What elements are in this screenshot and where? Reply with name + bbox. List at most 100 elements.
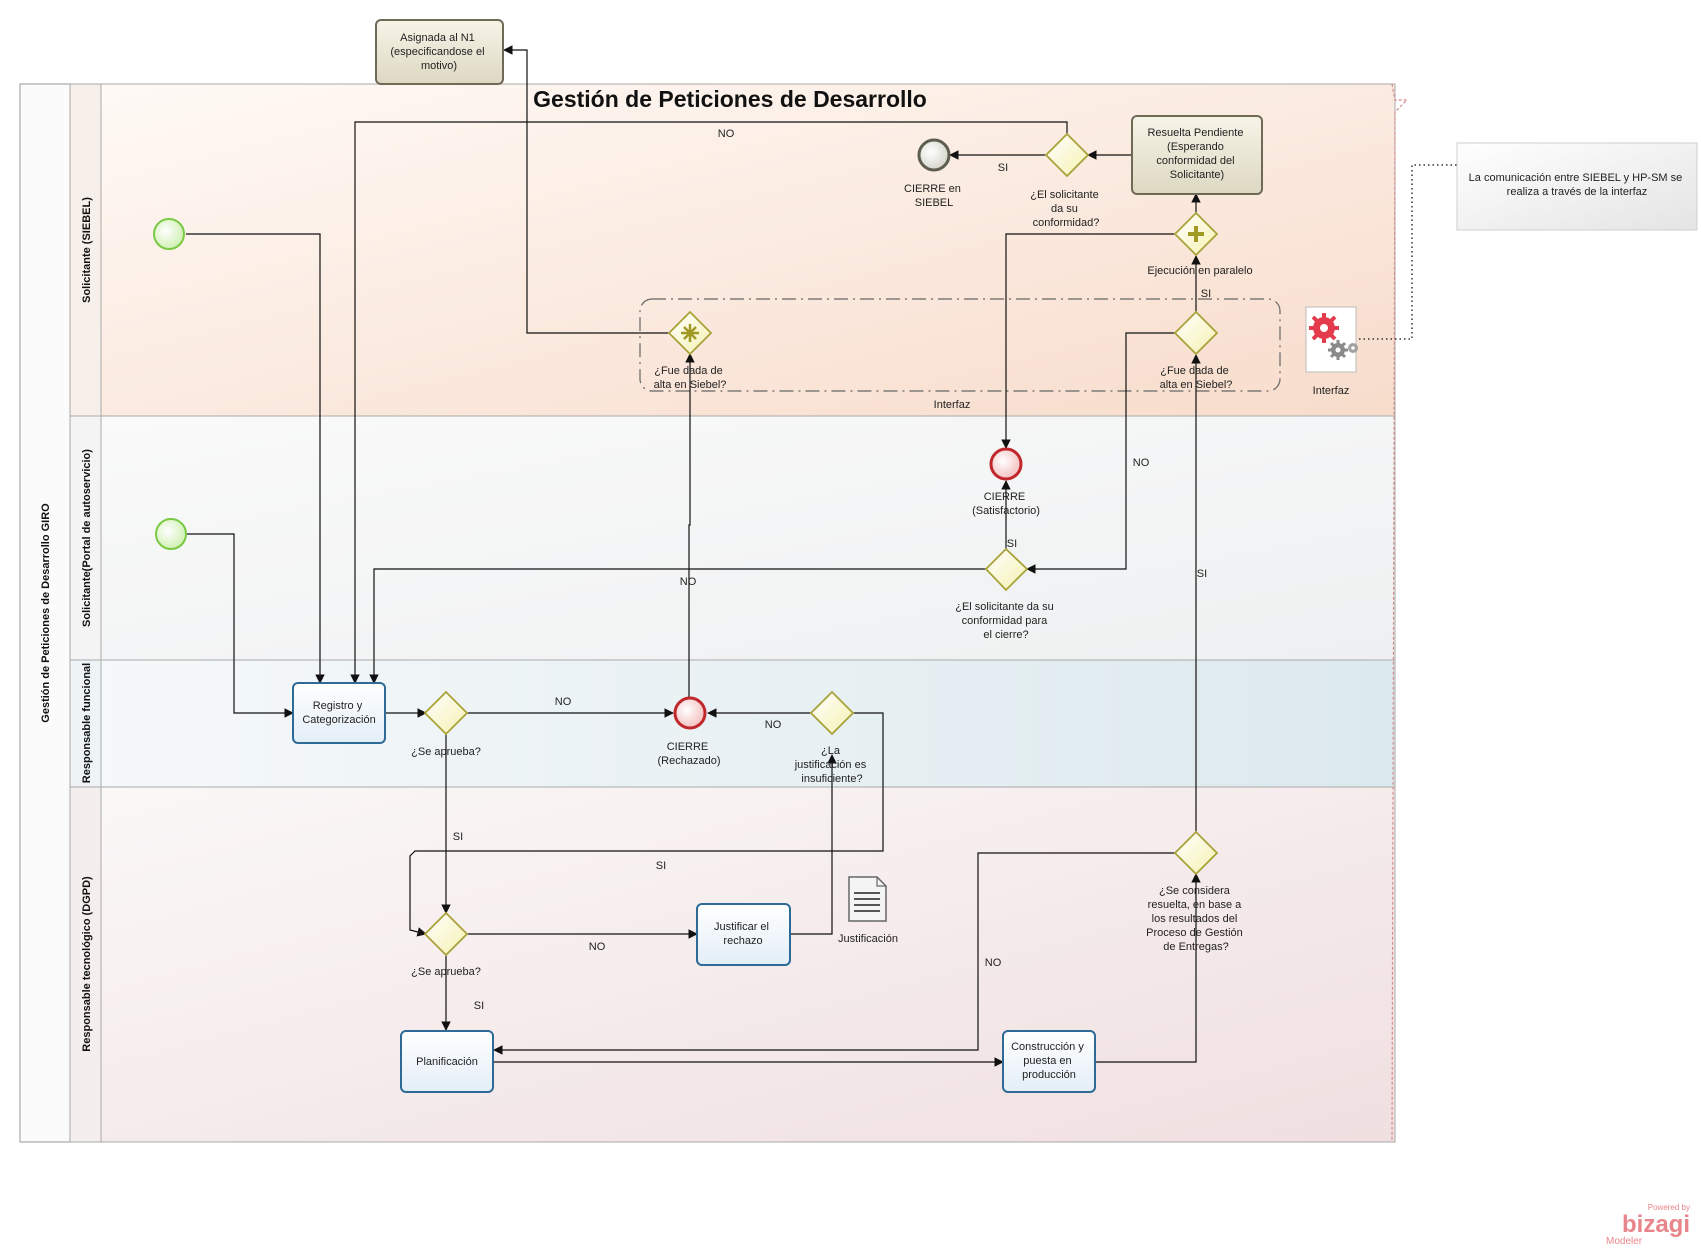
task-label: Planificación bbox=[416, 1056, 478, 1068]
svg-text:CIERRE (Satisfactorio): CIERRE (Satisfactorio) bbox=[972, 491, 1040, 517]
task-asignada-n1[interactable]: Asignada al N1 (especificandose el motiv… bbox=[375, 19, 504, 85]
flow-label: SI bbox=[1007, 538, 1017, 550]
brand-sub: Modeler bbox=[1606, 1236, 1643, 1247]
gateway-label: de Entregas? bbox=[1163, 941, 1228, 953]
gateway-conformidad-cierre[interactable]: ¿El solicitante da su conformidad para e… bbox=[955, 547, 1057, 641]
flow-label: NO bbox=[765, 719, 782, 731]
flow-label: NO bbox=[680, 576, 697, 588]
annotation-text: La comunicación entre SIEBEL y HP-SM se bbox=[1469, 172, 1683, 184]
gateway-label: alta en Siebel? bbox=[1160, 379, 1233, 391]
task-label: Registro y bbox=[313, 700, 363, 712]
svg-text:¿El solicitante da su co: ¿El solicitante da su conformidad para e… bbox=[955, 601, 1057, 641]
data-object-justificacion[interactable]: Justificación bbox=[838, 876, 898, 945]
flow-label: NO bbox=[985, 957, 1002, 969]
gateway-label: ¿El solicitante da su bbox=[955, 601, 1053, 613]
interfaz-group: Interfaz bbox=[639, 298, 1281, 411]
diagram-title: Gestión de Peticiones de Desarrollo bbox=[533, 86, 927, 112]
start-event-siebel[interactable] bbox=[153, 218, 185, 250]
gateway-label: alta en Siebel? bbox=[654, 379, 727, 391]
sequence-flows bbox=[186, 45, 1201, 1067]
flow-label: SI bbox=[1201, 288, 1211, 300]
task-label: Solicitante) bbox=[1170, 169, 1224, 181]
gateway-fue-dada-alta-2[interactable]: ¿Fue dada de alta en Siebel? bbox=[1160, 310, 1233, 391]
pool-label: Gestión de Peticiones de Desarrollo GIRO bbox=[40, 503, 52, 723]
task-planificacion[interactable]: Planificación bbox=[400, 1030, 494, 1093]
gateway-se-aprueba-2[interactable]: ¿Se aprueba? bbox=[411, 911, 481, 978]
flow-label: NO bbox=[718, 128, 735, 140]
event-label: CIERRE en bbox=[904, 183, 961, 195]
lane-label: Responsable tecnológico (DGPD) bbox=[81, 876, 93, 1052]
flow-label: SI bbox=[453, 831, 463, 843]
task-justificar-rechazo[interactable]: Justificar el rechazo bbox=[696, 903, 791, 966]
end-event-cierre-rechazado[interactable]: CIERRE (Rechazado) bbox=[658, 696, 721, 767]
svg-text:CIERRE (Rechazado): CIERRE (Rechazado) bbox=[658, 741, 721, 767]
end-event-cierre-satisfactorio[interactable]: CIERRE (Satisfactorio) bbox=[972, 447, 1040, 517]
flow-label: NO bbox=[555, 696, 572, 708]
flow-label: SI bbox=[656, 860, 666, 872]
gateway-label: conformidad? bbox=[1033, 217, 1100, 229]
interfaz-label: Interfaz bbox=[1313, 385, 1350, 397]
task-label: motivo) bbox=[421, 60, 457, 72]
svg-text:¿El solicitante da su: ¿El solicitante da su conformidad? bbox=[1030, 189, 1102, 229]
end-event-cierre-siebel[interactable]: CIERRE en SIEBEL bbox=[904, 138, 964, 209]
svg-text:¿Se aprueba?: ¿Se aprueba? bbox=[411, 746, 481, 758]
svg-text:Registro y Categorizació: Registro y Categorización bbox=[302, 700, 375, 726]
gateway-conformidad-siebel[interactable]: ¿El solicitante da su conformidad? bbox=[1030, 132, 1102, 229]
svg-text:Justificar el rechazo: Justificar el rechazo bbox=[714, 921, 772, 947]
svg-text:CIERRE en SIEBEL: CIERRE en SIEBEL bbox=[904, 183, 964, 209]
bizagi-logo: Powered by bizagi Modeler bbox=[1606, 1203, 1690, 1247]
gateway-label: los resultados del bbox=[1152, 913, 1238, 925]
lane-label: Solicitante (SIEBEL) bbox=[81, 197, 93, 303]
svg-text:La comunicación entre SIEBEL y: La comunicación entre SIEBEL y HP-SM se … bbox=[1469, 172, 1686, 198]
svg-text:¿Fue dada de alta en Sie: ¿Fue dada de alta en Siebel? bbox=[654, 365, 727, 391]
task-resuelta-pendiente[interactable]: Resuelta Pendiente (Esperando conformida… bbox=[1131, 115, 1263, 195]
powered-by-text: Powered by bbox=[1648, 1203, 1690, 1212]
gateway-label: ¿Fue dada de bbox=[654, 365, 723, 377]
parallel-plus-icon bbox=[1188, 226, 1204, 242]
event-label: CIERRE bbox=[984, 491, 1026, 503]
gateway-se-aprueba-1[interactable]: ¿Se aprueba? bbox=[411, 690, 481, 758]
svg-text:Asignada al N1 (especifi: Asignada al N1 (especificandose el motiv… bbox=[390, 32, 487, 72]
flow-label: NO bbox=[1133, 457, 1150, 469]
event-label: (Rechazado) bbox=[658, 755, 721, 767]
flow-label: SI bbox=[1197, 568, 1207, 580]
task-label: rechazo bbox=[723, 935, 762, 947]
task-construccion-produccion[interactable]: Construcción y puesta en producción bbox=[1002, 1030, 1096, 1093]
start-event-portal[interactable] bbox=[155, 518, 187, 550]
task-registro-categorizacion[interactable]: Registro y Categorización bbox=[292, 682, 386, 744]
gateway-se-considera-resuelta[interactable]: ¿Se considera resuelta, en base a los re… bbox=[1146, 830, 1246, 953]
lane-solicitante-portal: Solicitante(Portal de autoservicio) bbox=[69, 415, 1396, 661]
svg-text:Ejecución en paralelo: Ejecución en paralelo bbox=[1147, 265, 1252, 277]
gateway-justificacion-insuficiente[interactable]: ¿La justificación es insuficiente? bbox=[794, 690, 870, 785]
flow-labels: NO SI SI NO SI SI NO NO NO SI SI NO SI N… bbox=[453, 128, 1211, 1012]
flow-label: SI bbox=[998, 162, 1008, 174]
annotation-comunicacion[interactable]: La comunicación entre SIEBEL y HP-SM se … bbox=[1359, 142, 1698, 340]
gateway-label: ¿Se aprueba? bbox=[411, 966, 481, 978]
gateway-label: ¿Se considera bbox=[1159, 885, 1231, 897]
event-label: SIEBEL bbox=[915, 197, 954, 209]
task-label: (especificandose el bbox=[390, 46, 484, 58]
gateway-label: conformidad para bbox=[962, 615, 1048, 627]
lane-label: Responsable funcional bbox=[81, 663, 93, 783]
task-label: Resuelta Pendiente bbox=[1147, 127, 1243, 139]
svg-text:¿Se aprueba?: ¿Se aprueba? bbox=[411, 966, 481, 978]
gateway-ejecucion-paralelo[interactable]: Ejecución en paralelo bbox=[1147, 211, 1253, 277]
gateway-fue-dada-alta-1[interactable]: ¿Fue dada de alta en Siebel? bbox=[654, 310, 727, 391]
event-label: (Satisfactorio) bbox=[972, 505, 1040, 517]
pool-edge bbox=[1391, 83, 1409, 1143]
gateway-label: ¿Se aprueba? bbox=[411, 746, 481, 758]
lane-responsable-funcional: Responsable funcional bbox=[69, 659, 1396, 788]
svg-text:Resuelta Pendiente (Espe: Resuelta Pendiente (Esperando conformida… bbox=[1147, 127, 1246, 181]
task-label: producción bbox=[1022, 1069, 1076, 1081]
artifact-label: Justificación bbox=[838, 933, 898, 945]
task-label: Construcción y bbox=[1011, 1041, 1084, 1053]
interfaz-element[interactable]: Interfaz bbox=[1305, 306, 1358, 397]
gateway-label: el cierre? bbox=[983, 629, 1028, 641]
gateway-label: ¿El solicitante bbox=[1030, 189, 1098, 201]
task-label: puesta en bbox=[1023, 1055, 1071, 1067]
event-label: CIERRE bbox=[667, 741, 709, 753]
task-label: Asignada al N1 bbox=[400, 32, 475, 44]
flow-label: SI bbox=[474, 1000, 484, 1012]
group-label: Interfaz bbox=[934, 399, 971, 411]
association-line bbox=[1359, 164, 1457, 340]
